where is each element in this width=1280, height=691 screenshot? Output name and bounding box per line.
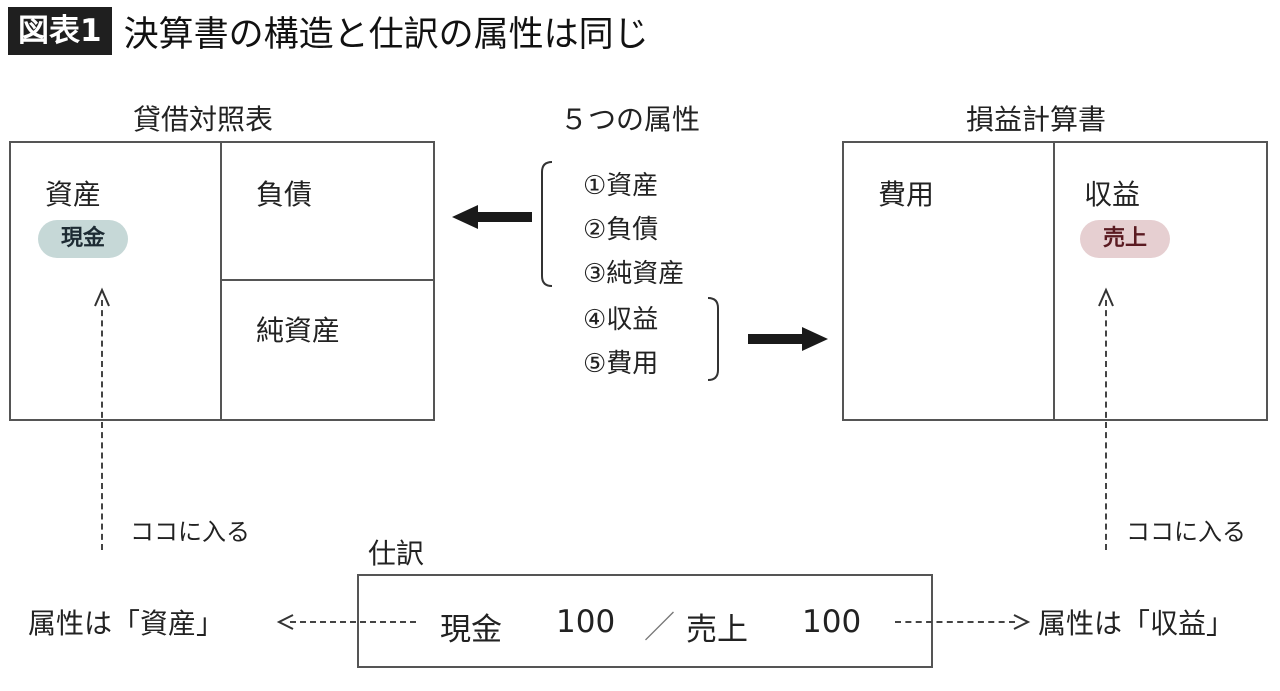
journal-right-amount: 100 xyxy=(802,604,862,640)
journal-title: 仕訳 xyxy=(368,537,425,570)
left-attribute-label: 属性は「資産」 xyxy=(28,607,225,640)
income-statement-divider xyxy=(1053,141,1055,421)
balance-sheet-divider xyxy=(220,141,222,421)
dashed-line-journal-left xyxy=(290,621,416,623)
figure-tag: 図表1 xyxy=(8,7,112,55)
arrow-right-icon xyxy=(748,327,828,351)
journal-right-item: 売上 xyxy=(686,612,748,648)
expenses-label: 費用 xyxy=(878,178,935,211)
attribute-item: ①資産 xyxy=(583,171,659,201)
income-statement-box xyxy=(842,141,1268,421)
dashed-arrow-up-icon xyxy=(94,287,110,307)
journal-left-amount: 100 xyxy=(556,604,616,640)
liabilities-divider xyxy=(220,279,435,281)
figure-header: 図表1 決算書の構造と仕訳の属性は同じ xyxy=(8,6,649,56)
journal-separator: ／ xyxy=(644,610,675,646)
net-assets-label: 純資産 xyxy=(256,314,341,347)
dashed-arrow-right-icon xyxy=(1013,614,1031,630)
cash-pill: 現金 xyxy=(38,220,128,258)
liabilities-label: 負債 xyxy=(256,178,313,211)
sales-pill: 売上 xyxy=(1080,220,1170,258)
dashed-arrow-up-icon xyxy=(1098,287,1114,307)
attribute-item: ⑤費用 xyxy=(583,349,659,379)
dashed-line-right xyxy=(1105,300,1107,550)
attribute-item: ②負債 xyxy=(583,215,659,245)
attributes-title: ５つの属性 xyxy=(560,103,701,136)
journal-left-item: 現金 xyxy=(440,612,502,648)
arrow-left-icon xyxy=(452,205,532,229)
enter-here-right: ココに入る xyxy=(1126,518,1246,546)
balance-sheet-box xyxy=(9,141,435,421)
income-statement-title: 損益計算書 xyxy=(966,103,1107,136)
dashed-line-left xyxy=(101,300,103,550)
left-bracket xyxy=(541,161,553,287)
dashed-line-journal-right xyxy=(895,621,1015,623)
revenue-label: 収益 xyxy=(1084,178,1141,211)
enter-here-left: ココに入る xyxy=(130,518,250,546)
attribute-item: ③純資産 xyxy=(583,259,685,289)
attribute-item: ④収益 xyxy=(583,305,659,335)
assets-label: 資産 xyxy=(45,178,102,211)
dashed-arrow-left-icon xyxy=(276,614,294,630)
right-bracket xyxy=(707,297,719,381)
balance-sheet-title: 貸借対照表 xyxy=(133,103,274,136)
figure-title: 決算書の構造と仕訳の属性は同じ xyxy=(123,14,649,55)
right-attribute-label: 属性は「収益」 xyxy=(1038,607,1235,640)
